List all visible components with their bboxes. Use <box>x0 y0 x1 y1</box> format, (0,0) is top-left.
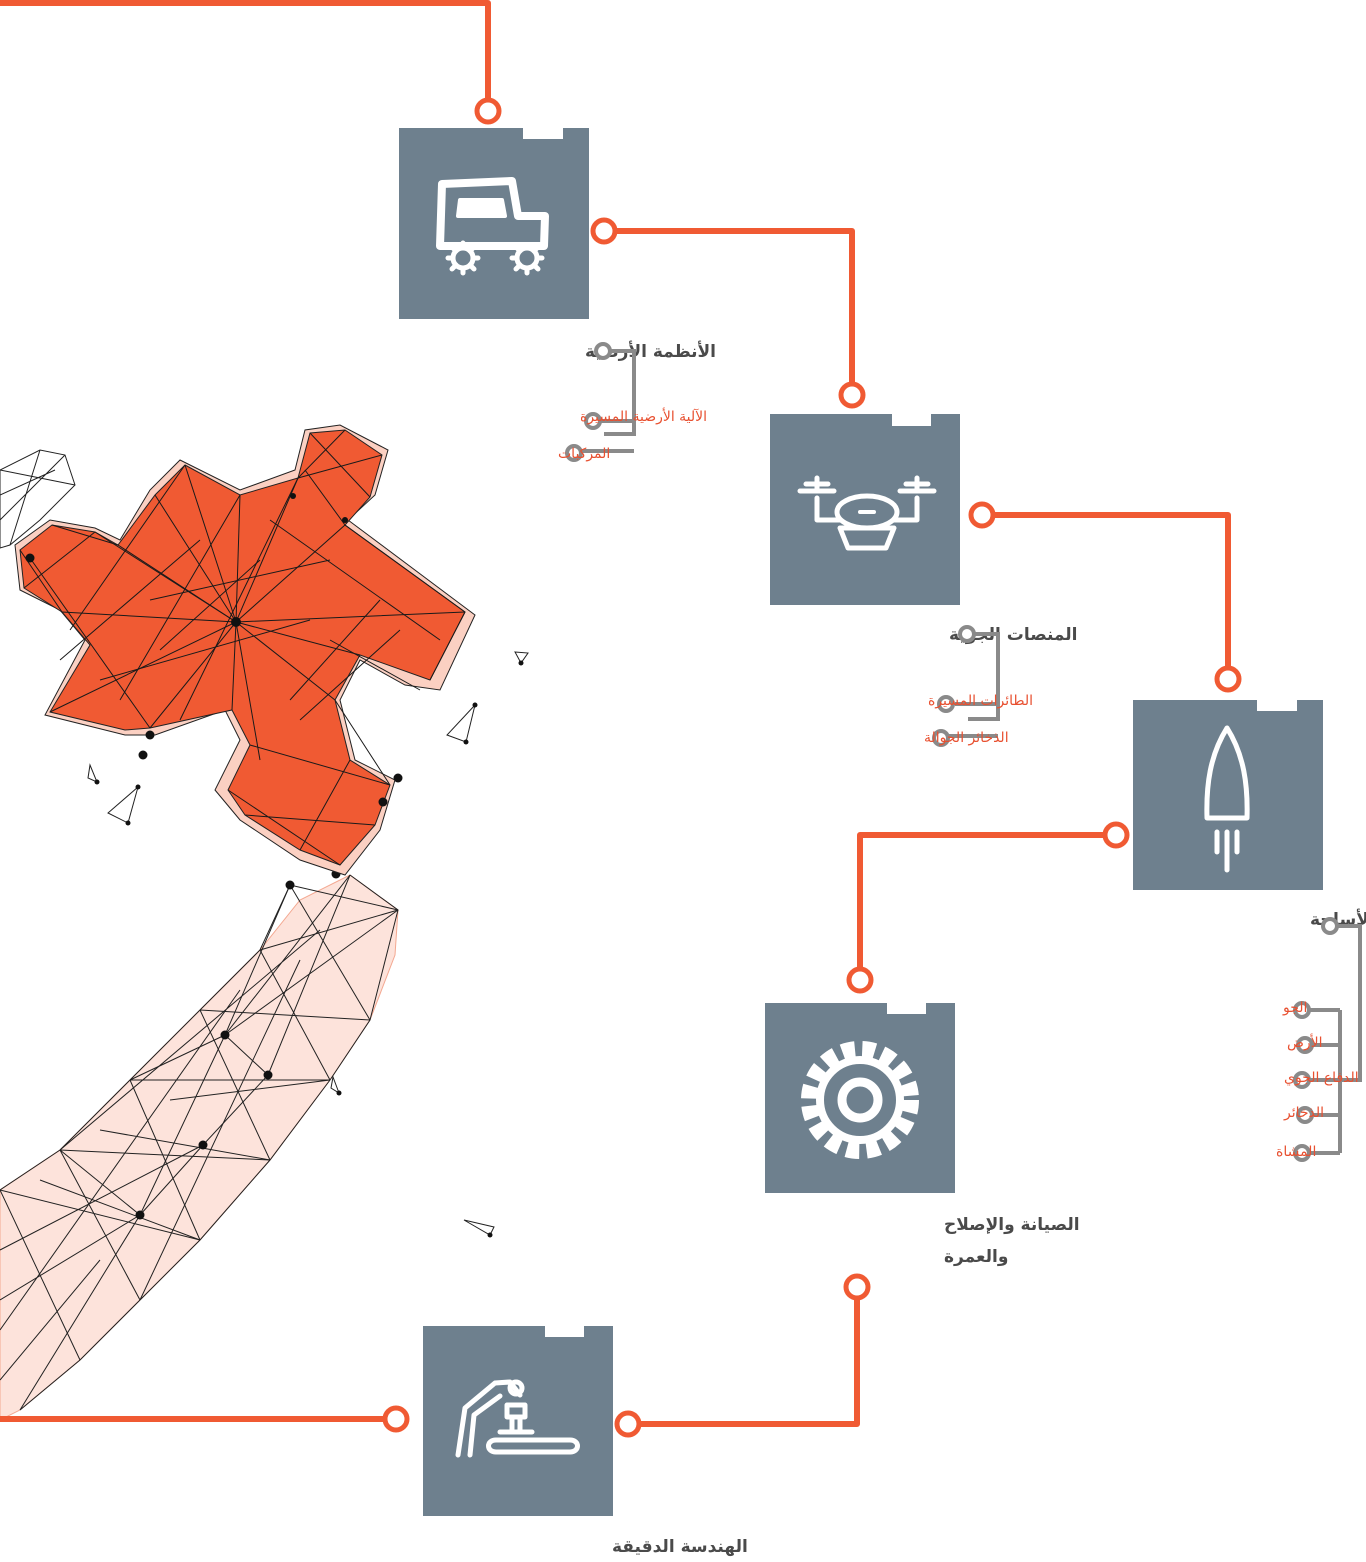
connector-terminals <box>382 97 1242 1438</box>
missiles-item-4: الذخائر <box>1283 1105 1324 1121</box>
node-precision-engineering[interactable]: الهندسة الدقيقة <box>423 1326 748 1557</box>
terminal-missiles-top <box>1214 665 1242 693</box>
aerial-item-1: الطائرات المسيرة <box>928 693 1033 709</box>
drone-icon <box>797 475 937 551</box>
missiles-weapons-bracket <box>1293 917 1362 1162</box>
arm-wireframe <box>0 874 399 1411</box>
aerial-platforms-box <box>770 414 960 605</box>
terminal-aerial-right <box>968 501 996 529</box>
connector-maintenance-engineering <box>640 1299 860 1427</box>
missiles-item-3: الدفاع الجوي <box>1284 1070 1359 1086</box>
aerial-platforms-title: المنصات الجوية <box>949 625 1078 645</box>
robotic-arm-icon <box>455 1379 580 1458</box>
missiles-item-2: الأرض <box>1287 1033 1323 1051</box>
connector-aerial-missiles <box>994 512 1231 668</box>
terminal-engineering-right <box>614 1410 642 1438</box>
maintenance-title-line2: والعمرة <box>944 1247 1008 1267</box>
terminal-ground-right <box>590 217 618 245</box>
aerial-item-2: الذخائر الجوالة <box>924 730 1009 746</box>
terminal-engineering-left <box>382 1405 410 1433</box>
connector-top <box>0 0 491 100</box>
maintenance-box <box>765 1003 955 1193</box>
connector-ground-aerial <box>616 228 855 384</box>
terminal-maintenance-top <box>846 966 874 994</box>
terminal-maintenance-bottom <box>843 1273 871 1301</box>
terminal-missiles-left <box>1102 821 1130 849</box>
ground-item-2: المركبات <box>558 446 610 462</box>
node-aerial-platforms[interactable]: المنصات الجوية الطائرات المسيرة الذخائر … <box>770 414 1078 747</box>
terminal-ground-top <box>474 97 502 125</box>
connector-missiles-maintenance <box>857 832 1104 967</box>
node-missiles-weapons[interactable]: الصواريخ والأسلحة الجو الأرض الدفاع الجو… <box>1133 700 1366 1162</box>
floating-triangles <box>87 651 529 1236</box>
ground-item-1: الآلية الأرضية المسيرة <box>580 407 707 425</box>
rocket-icon <box>1204 725 1250 873</box>
node-ground-systems[interactable]: الأنظمة الأرضية الآلية الأرضية المسيرة ا… <box>399 128 716 462</box>
missiles-item-1: الجو <box>1282 1000 1307 1016</box>
ground-vehicle-icon <box>436 177 549 276</box>
puzzle-joints <box>25 493 403 807</box>
gear-icon <box>801 1041 919 1159</box>
node-maintenance[interactable]: الصيانة والإصلاح والعمرة <box>765 1003 1080 1267</box>
terminal-aerial-top <box>838 381 866 409</box>
aerial-platforms-bracket <box>932 625 1000 747</box>
puzzle-hand-illustration <box>0 424 529 1421</box>
missiles-weapons-box <box>1133 700 1323 890</box>
arm-joints <box>135 869 341 1220</box>
ground-systems-box <box>399 128 589 319</box>
precision-engineering-title: الهندسة الدقيقة <box>612 1537 748 1557</box>
missiles-item-5: المشاة <box>1276 1144 1316 1160</box>
ground-systems-bracket <box>565 342 636 462</box>
maintenance-title-line1: الصيانة والإصلاح <box>944 1215 1080 1235</box>
ground-systems-title: الأنظمة الأرضية <box>585 341 716 362</box>
left-wire-fragment <box>0 449 76 549</box>
orange-connector-path <box>0 0 1231 1427</box>
